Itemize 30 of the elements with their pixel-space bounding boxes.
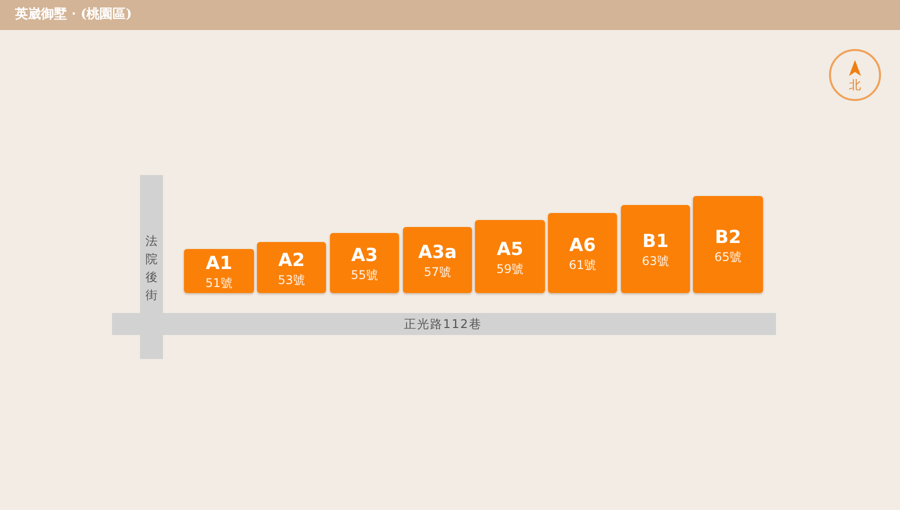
lot-code: A3 — [350, 245, 379, 267]
house-number: 65號 — [713, 250, 743, 264]
house-number: 63號 — [640, 254, 670, 269]
lot-code: B2 — [714, 226, 742, 248]
building-lot — [403, 227, 472, 293]
house-number: 51號 — [204, 276, 234, 291]
title: 英崴御墅 · (桃園區) — [15, 6, 132, 24]
lot-code: A6 — [568, 235, 597, 257]
building-lot — [548, 213, 617, 293]
lot-code: A3a — [417, 242, 458, 264]
house-number: 53號 — [276, 272, 306, 288]
compass — [829, 49, 881, 101]
building-lot — [184, 249, 254, 293]
compass-label: 北 — [849, 78, 861, 92]
lot-code: A1 — [204, 253, 234, 275]
lot-code: B1 — [641, 231, 670, 253]
house-number: 57號 — [422, 265, 452, 280]
house-number: 59號 — [495, 262, 525, 276]
road-name: 正光路112巷 — [404, 317, 482, 331]
building-lot — [330, 233, 399, 293]
building-lot — [693, 196, 763, 293]
road — [112, 313, 776, 335]
house-number: 55號 — [350, 268, 380, 283]
building-lot — [621, 205, 690, 293]
house-number: 61號 — [568, 258, 598, 273]
building-lot — [475, 220, 545, 293]
road-name: 法院後街 — [145, 233, 158, 304]
lot-code: A5 — [496, 238, 524, 260]
building-lot — [257, 242, 326, 293]
lot-code: A2 — [277, 250, 306, 272]
